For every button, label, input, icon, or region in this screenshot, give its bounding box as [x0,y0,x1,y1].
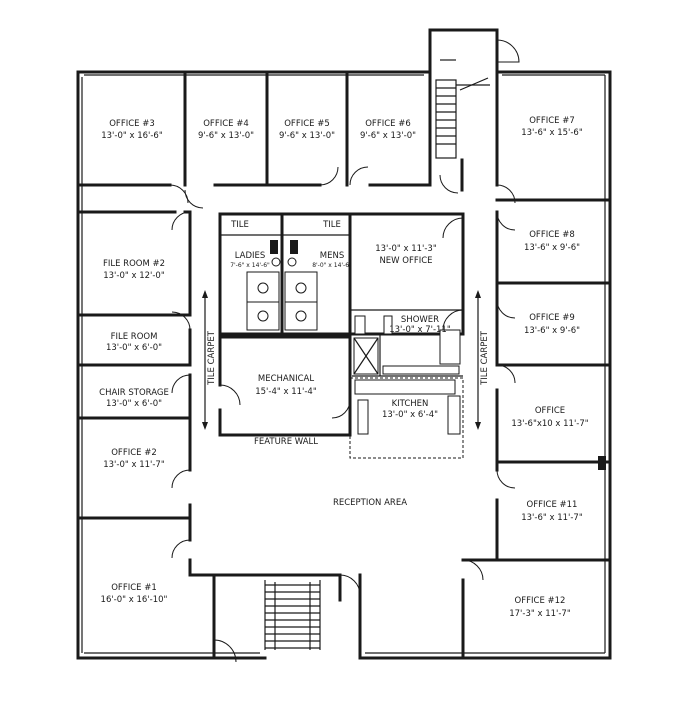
north-stair [435,39,520,159]
office5-size: 9'-6" x 13'-0" [279,131,335,141]
tile-left-label: TILE [230,220,249,230]
restroom-fixtures [220,234,350,331]
tile-right-label: TILE [322,220,341,230]
tile-carpet-left-label: TILE CARPET [207,330,217,386]
kitchen-size: 13'-0" x 6'-4" [382,410,438,420]
office11-name: OFFICE #11 [527,500,578,510]
office10-name: OFFICE [535,406,565,416]
office8-name: OFFICE #8 [529,230,575,240]
office2-name: OFFICE #2 [111,448,157,458]
newoffice-size: 13'-0" x 11'-3" [375,244,437,254]
room-labels: OFFICE #3 13'-0" x 16'-6" OFFICE #4 9'-6… [99,116,589,619]
tile-carpet-arrows [202,290,481,430]
core-walls [218,212,465,459]
ladies-name: LADIES [235,251,266,261]
office1-size: 16'-0" x 16'-10" [101,595,168,605]
exterior-walls [76,28,612,660]
shower-name: SHOWER [401,315,439,325]
office11-size: 13'-6" x 11'-7" [521,513,583,523]
mechanical-size: 15'-4" x 11'-4" [255,387,317,397]
office9-name: OFFICE #9 [529,313,575,323]
mens-size: 8'-0" x 14'-6" [312,262,352,269]
reception-label: RECEPTION AREA [333,498,407,508]
fileroom2-size: 13'-0" x 12'-0" [103,271,165,281]
fileroom-size: 13'-0" x 6'-0" [106,343,162,353]
office10-size: 13'-6"x10 x 11'-7" [511,419,588,429]
mechanical-name: MECHANICAL [258,374,314,384]
shower-kitchen-fixtures [353,315,461,435]
office6-size: 9'-6" x 13'-0" [360,131,416,141]
office3-name: OFFICE #3 [109,119,155,129]
fileroom2-name: FILE ROOM #2 [103,259,165,269]
office7-size: 13'-6" x 15'-6" [521,128,583,138]
office5-name: OFFICE #5 [284,119,330,129]
tile-carpet-right-label: TILE CARPET [480,330,490,386]
office12-size: 17'-3" x 11'-7" [509,609,571,619]
office4-name: OFFICE #4 [203,119,249,129]
door-swings [169,166,516,581]
office6-name: OFFICE #6 [365,119,411,129]
office3-size: 13'-0" x 16'-6" [101,131,163,141]
feature-wall-label: FEATURE WALL [254,437,318,447]
office4-size: 9'-6" x 13'-0" [198,131,254,141]
ladies-size: 7'-6" x 14'-6" [230,262,270,269]
south-stair [212,573,362,663]
office1-name: OFFICE #1 [111,583,157,593]
fileroom-name: FILE ROOM [111,332,158,342]
office7-name: OFFICE #7 [529,116,575,126]
chairstorage-name: CHAIR STORAGE [99,388,169,398]
shower-size: 13'-0" x 7'-11" [389,325,451,335]
west-room-walls [76,210,216,577]
north-office-walls [76,70,499,192]
office12-name: OFFICE #12 [515,596,566,606]
chairstorage-size: 13'-0" x 6'-0" [106,399,162,409]
office8-size: 13'-6" x 9'-6" [524,243,580,253]
mens-name: MENS [320,251,344,261]
office2-size: 13'-0" x 11'-7" [103,460,165,470]
newoffice-name: NEW OFFICE [379,256,432,266]
east-room-walls [461,198,612,660]
office9-size: 13'-6" x 9'-6" [524,326,580,336]
kitchen-name: KITCHEN [392,399,429,409]
